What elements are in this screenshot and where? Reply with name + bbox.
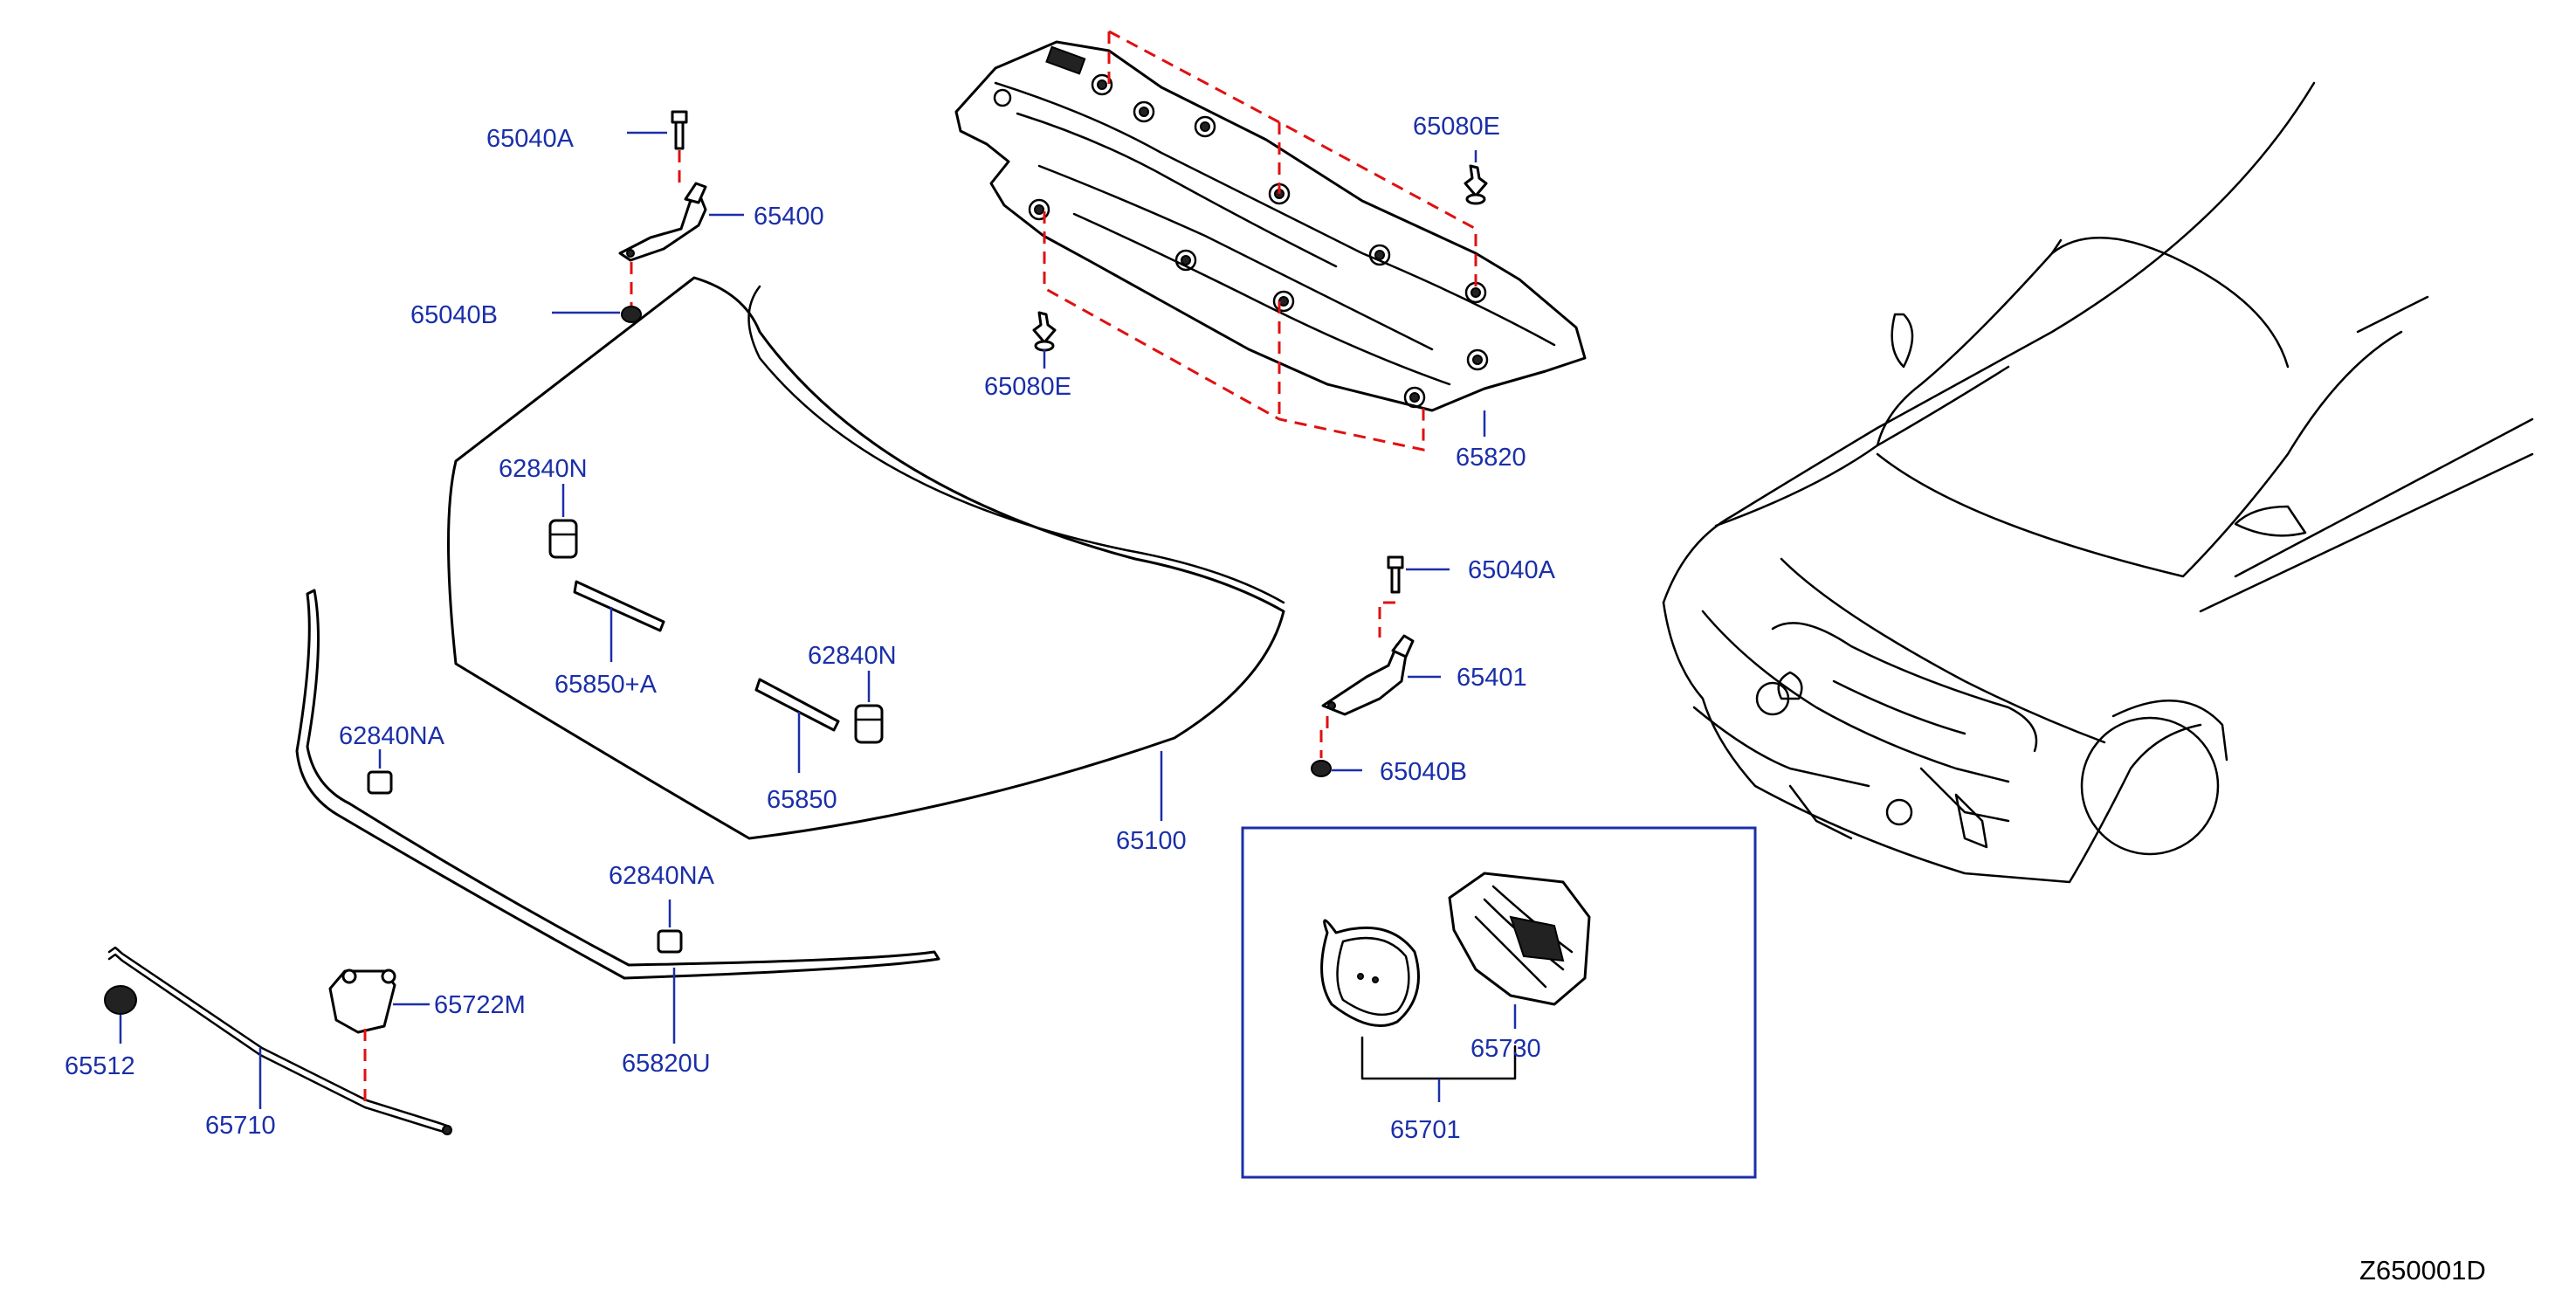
vehicle-overview: [1662, 81, 2534, 884]
label-62840NA-mid: 62840NA: [609, 862, 715, 890]
bolt-65040A-top: [671, 110, 688, 150]
grommet-65512: [104, 985, 137, 1015]
diagram-code: Z650001D: [2359, 1255, 2486, 1286]
label-65040A-top: 65040A: [486, 125, 575, 153]
label-65710: 65710: [205, 1112, 276, 1140]
release-cable: [107, 946, 452, 1135]
label-65080E-right: 65080E: [1413, 113, 1500, 141]
emblem-65701: [1320, 919, 1420, 1027]
hood-front-seal: [295, 589, 940, 980]
label-65850A: 65850+A: [554, 671, 658, 699]
nut-65040B-top: [621, 306, 642, 323]
striker-65850A: [573, 580, 665, 632]
striker-65850: [754, 678, 840, 732]
label-65080E-left: 65080E: [984, 373, 1071, 401]
bumper-62840NA-mid: [657, 929, 683, 954]
hood-panel: [447, 276, 1285, 840]
bumper-62840N-mid: [854, 704, 884, 744]
label-62840N-left: 62840N: [499, 455, 588, 483]
label-65722M: 65722M: [434, 991, 526, 1019]
bolt-65040A-right: [1387, 555, 1404, 594]
label-65401: 65401: [1457, 664, 1527, 692]
label-65820: 65820: [1456, 444, 1526, 472]
label-65701: 65701: [1390, 1116, 1461, 1144]
label-65850: 65850: [767, 786, 837, 814]
label-65040B-top: 65040B: [410, 301, 498, 329]
release-lever-65722M: [328, 969, 396, 1034]
label-65040B-right: 65040B: [1380, 758, 1467, 786]
emblem-unit-65730: [1448, 872, 1591, 1006]
label-65040A-right: 65040A: [1468, 556, 1556, 584]
label-65100: 65100: [1116, 827, 1187, 855]
label-65730: 65730: [1471, 1035, 1541, 1063]
label-65400: 65400: [754, 203, 824, 231]
hinge-right-bolt-guide: [1378, 601, 1395, 638]
label-65512: 65512: [65, 1052, 135, 1080]
insulator-clip-guides: [1043, 30, 1477, 452]
clip-65080E-right: [1464, 164, 1488, 205]
leader-lines: [119, 131, 1517, 1109]
hood-hinge-left: [618, 182, 707, 262]
label-65820U: 65820U: [622, 1050, 711, 1078]
label-62840NA-left: 62840NA: [339, 722, 445, 750]
nut-65040B-right: [1311, 760, 1332, 777]
bumper-62840N-left: [548, 519, 578, 559]
bumper-62840NA-left: [367, 770, 393, 795]
clip-65080E-left: [1032, 311, 1057, 352]
hood-insulator: [954, 40, 1587, 412]
emblem-assembly-box: [1241, 826, 1757, 1179]
hinge-right-nut-guide: [1319, 716, 1329, 758]
label-62840N-mid: 62840N: [808, 642, 897, 670]
hood-hinge-right: [1321, 634, 1415, 716]
